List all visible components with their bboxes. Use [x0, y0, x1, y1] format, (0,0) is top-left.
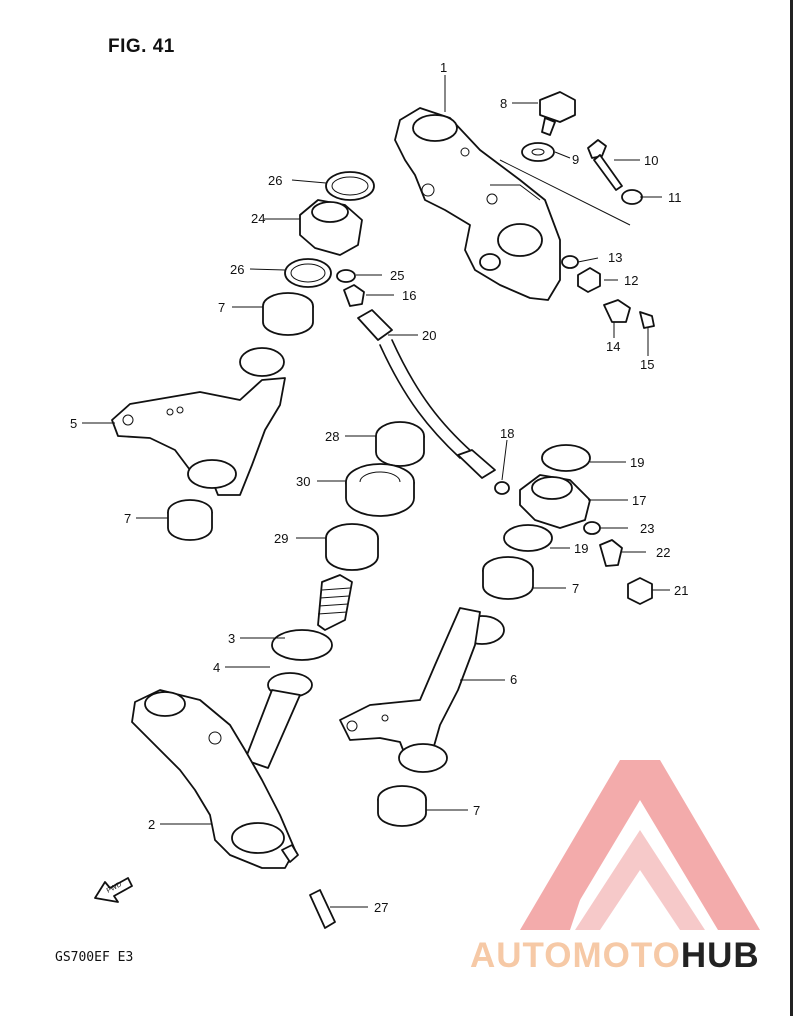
- part-17-hose-joint: [519, 474, 591, 529]
- part-25-washer: [336, 269, 356, 283]
- leader-lines: [82, 75, 670, 908]
- callout-labels: 1 2 3 4 5 6 7 7 7 7 8 9 10 11 12 13 14 1…: [70, 60, 688, 915]
- part-23-washer: [583, 521, 601, 535]
- fwd-arrow-icon: FWD: [94, 877, 133, 903]
- part-15-cap: [639, 311, 655, 329]
- callout-26b: 26: [230, 262, 244, 277]
- callout-16: 16: [402, 288, 416, 303]
- callout-21: 21: [674, 583, 688, 598]
- part-26-o-ring-lower: [284, 258, 332, 288]
- automotohub-logo-icon: [520, 760, 760, 930]
- callout-12: 12: [624, 273, 638, 288]
- guide-line: [499, 159, 631, 226]
- callout-4: 4: [213, 660, 220, 675]
- callout-10: 10: [644, 153, 658, 168]
- callout-7a: 7: [218, 300, 225, 315]
- watermark-text: AUTOMOTOHUB: [470, 936, 760, 976]
- callout-7d: 7: [473, 803, 480, 818]
- watermark-text-auto: AUTOMOTO: [470, 936, 681, 975]
- callout-23: 23: [640, 521, 654, 536]
- callout-19b: 19: [574, 541, 588, 556]
- watermark-text-hub: HUB: [680, 936, 760, 975]
- part-7-seal-bottom: [377, 785, 427, 827]
- part-5-left-bracket: [111, 347, 286, 496]
- callout-27: 27: [374, 900, 388, 915]
- part-10-bolt: [587, 139, 623, 191]
- part-29-bearing: [325, 523, 379, 571]
- callout-11: 11: [668, 190, 682, 205]
- callout-7b: 7: [124, 511, 131, 526]
- callout-25: 25: [390, 268, 404, 283]
- part-11-washer: [621, 189, 643, 205]
- part-20-brake-hose: [357, 309, 496, 479]
- callout-8: 8: [500, 96, 507, 111]
- part-3-steering-stem: [244, 574, 353, 769]
- callout-15: 15: [640, 357, 654, 372]
- callout-30: 30: [296, 474, 310, 489]
- callout-28: 28: [325, 429, 339, 444]
- part-13-washer: [561, 255, 579, 269]
- model-code: GS700EF E3: [55, 950, 134, 965]
- part-1-brake-caliper: [394, 107, 561, 301]
- callout-24: 24: [251, 211, 265, 226]
- part-28-bearing-cap: [375, 421, 425, 467]
- callout-17: 17: [632, 493, 646, 508]
- callout-13: 13: [608, 250, 622, 265]
- page-right-border: [790, 0, 793, 1016]
- part-26-o-ring-upper: [325, 171, 375, 201]
- part-2-lower-bracket: [131, 689, 299, 869]
- part-19-o-ring-upper: [541, 444, 591, 472]
- part-19-o-ring-lower: [503, 524, 553, 552]
- callout-26a: 26: [268, 173, 282, 188]
- callout-3: 3: [228, 631, 235, 646]
- callout-2: 2: [148, 817, 155, 832]
- callout-20: 20: [422, 328, 436, 343]
- callout-29: 29: [274, 531, 288, 546]
- callout-6: 6: [510, 672, 517, 687]
- callout-1: 1: [440, 60, 447, 75]
- part-7-seal-top: [262, 292, 314, 336]
- figure-title: FIG. 41: [108, 36, 175, 57]
- part-24-hose-joint: [299, 199, 363, 256]
- callout-22: 22: [656, 545, 670, 560]
- callout-19a: 19: [630, 455, 644, 470]
- part-6-right-bracket: [339, 607, 505, 773]
- part-27-bolt: [309, 889, 336, 929]
- part-8-bolt: [539, 91, 576, 136]
- part-7-seal-right: [482, 556, 534, 600]
- part-14-bleeder-bolt: [603, 299, 631, 323]
- part-18-washer: [494, 481, 510, 495]
- part-22-union-bolt: [599, 539, 623, 567]
- part-30-bearing: [345, 463, 415, 517]
- callout-18: 18: [500, 426, 514, 441]
- part-16-union-bolt: [343, 284, 365, 307]
- callout-5: 5: [70, 416, 77, 431]
- part-21-nut: [627, 577, 653, 605]
- part-9-washer: [521, 142, 555, 162]
- callout-14: 14: [606, 339, 620, 354]
- part-12-nut: [577, 267, 601, 293]
- part-7-seal-left: [167, 499, 213, 541]
- callout-7c: 7: [572, 581, 579, 596]
- callout-9: 9: [572, 152, 579, 167]
